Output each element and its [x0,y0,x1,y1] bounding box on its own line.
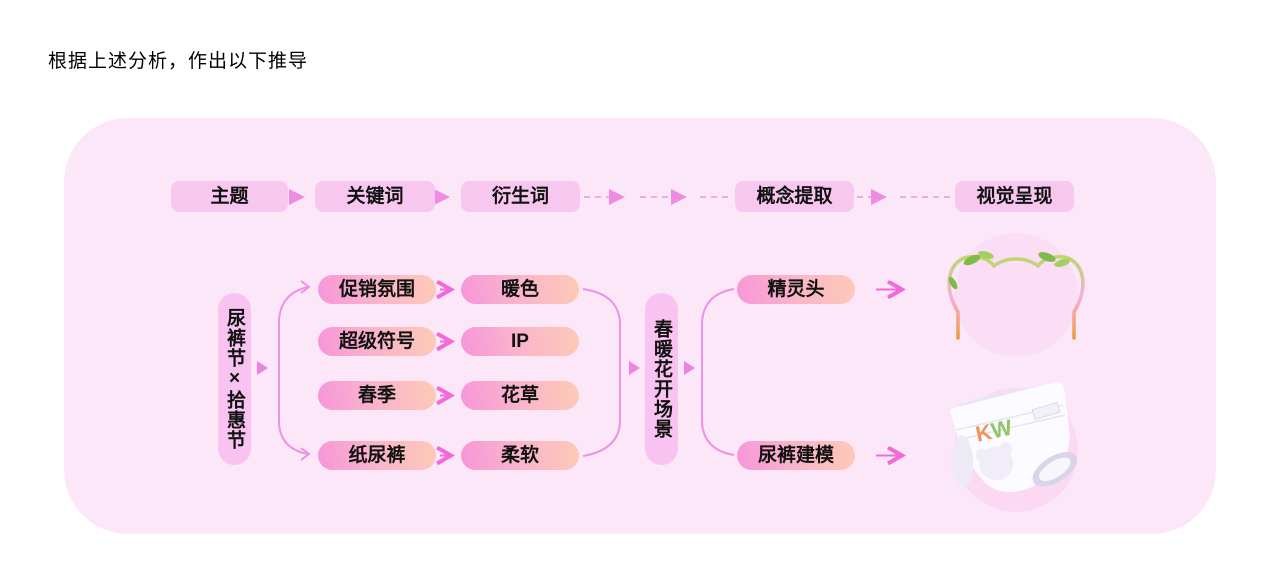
concept-pill-diaper-model: 尿裤建模 [737,441,855,470]
keyword-pill-diaper: 纸尿裤 [318,441,436,470]
keyword-pill-promo: 促销氛围 [318,275,436,304]
stage-theme: 主题 [171,181,288,212]
page-title: 根据上述分析，作出以下推导 [48,51,309,72]
stage-keywords: 关键词 [315,181,435,212]
derived-pill-warm-color: 暖色 [461,275,579,304]
keyword-pill-spring: 春季 [318,381,436,410]
derived-pill-flora: 花草 [461,381,579,410]
concept-pill-elf-head: 精灵头 [737,275,855,304]
stage-concept-extraction: 概念提取 [735,181,854,212]
stage-visual-presentation: 视觉呈现 [955,181,1074,212]
stage-derived-words: 衍生词 [461,181,580,212]
theme-node: 尿裤节×拾惠节 [218,293,251,465]
derived-pill-ip: IP [461,327,579,356]
scene-node: 春暖花开场景 [645,293,678,465]
keyword-pill-symbol: 超级符号 [318,327,436,356]
derived-pill-soft: 柔软 [461,441,579,470]
